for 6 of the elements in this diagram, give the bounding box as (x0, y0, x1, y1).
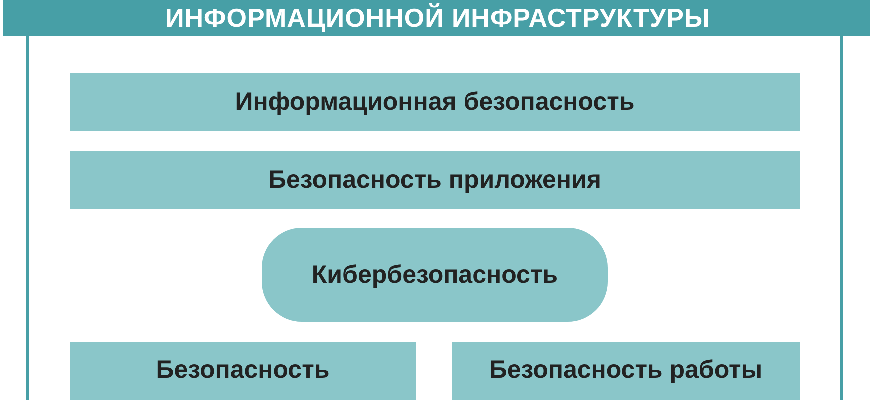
rounded-box: Кибербезопасность (262, 228, 608, 322)
category-box: Информационная безопасность (70, 73, 800, 131)
category-box: Безопасность (70, 342, 416, 400)
category-box: Безопасность приложения (70, 151, 800, 209)
frame-heading: ИНФОРМАЦИОННОЙ ИНФРАСТРУКТУРЫ (3, 0, 870, 36)
category-box: Безопасность работы (452, 342, 800, 400)
